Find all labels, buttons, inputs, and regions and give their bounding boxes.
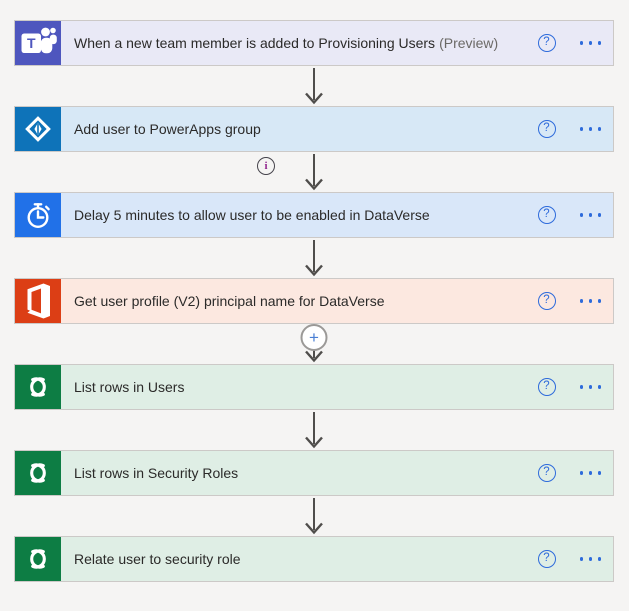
step-actions: ? [537, 378, 604, 396]
step-connector [14, 496, 614, 536]
connector-arrow-icon [305, 68, 323, 105]
step-actions: ? [537, 550, 604, 568]
step-label: Get user profile (V2) principal name for… [74, 293, 385, 309]
help-icon[interactable]: ? [537, 378, 556, 396]
step-icon-tile [15, 451, 61, 495]
flow-step-list-rows-in-security-roles[interactable]: List rows in Security Roles ? [14, 450, 614, 496]
ellipsis-dot [597, 471, 601, 475]
flow-step-teams-trigger[interactable]: T When a new team member is added to Pro… [14, 20, 614, 66]
ellipsis-menu-icon[interactable] [578, 555, 604, 563]
step-label: Add user to PowerApps group [74, 121, 261, 137]
dataverse-icon [30, 549, 46, 569]
help-icon[interactable]: ? [537, 34, 556, 52]
ellipsis-menu-icon[interactable] [578, 383, 604, 391]
ellipsis-dot [579, 213, 583, 217]
step-title: Relate user to security role [74, 536, 538, 582]
connector-arrow-icon [305, 412, 323, 449]
flow-step-delay-5-minutes[interactable]: Delay 5 minutes to allow user to be enab… [14, 192, 614, 238]
ellipsis-menu-icon[interactable] [578, 125, 604, 133]
ellipsis-menu-icon[interactable] [578, 469, 604, 477]
dataverse-icon [30, 463, 46, 483]
step-title: Add user to PowerApps group [74, 106, 538, 152]
teams-icon: T [21, 27, 57, 54]
ellipsis-dot [588, 299, 592, 303]
help-icon[interactable]: ? [537, 464, 556, 482]
ellipsis-dot [579, 41, 583, 45]
step-icon-tile [15, 365, 61, 409]
ellipsis-dot [597, 299, 601, 303]
step-actions: ? [537, 292, 604, 310]
step-connector [14, 66, 614, 106]
help-icon[interactable]: ? [537, 292, 556, 310]
step-actions: ? [537, 120, 604, 138]
step-actions: ? [537, 464, 604, 482]
flow-step-relate-user-to-security-role[interactable]: Relate user to security role ? [14, 536, 614, 582]
step-title: List rows in Users [74, 364, 538, 410]
ellipsis-dot [597, 41, 601, 45]
step-icon-tile: T [15, 21, 61, 65]
dataverse-icon [30, 377, 46, 397]
step-label: List rows in Users [74, 379, 185, 395]
ellipsis-menu-icon[interactable] [578, 39, 604, 47]
ellipsis-dot [588, 385, 592, 389]
ellipsis-dot [597, 127, 601, 131]
ellipsis-dot [588, 127, 592, 131]
step-icon-tile [15, 537, 61, 581]
flow-steps-list: T When a new team member is added to Pro… [14, 20, 614, 582]
office-icon [27, 283, 50, 319]
help-icon[interactable]: ? [537, 120, 556, 138]
step-connector [14, 238, 614, 278]
ellipsis-dot [588, 41, 592, 45]
connector-arrow-icon [305, 154, 323, 191]
svg-text:T: T [27, 35, 36, 51]
step-actions: ? [537, 34, 604, 52]
ellipsis-dot [579, 385, 583, 389]
ellipsis-dot [597, 213, 601, 217]
step-label-suffix: (Preview) [439, 35, 499, 51]
step-icon-tile [15, 279, 61, 323]
step-connector: + [14, 324, 614, 364]
ellipsis-dot [597, 557, 601, 561]
flow-step-add-user-to-powerapps-group[interactable]: Add user to PowerApps group ? [14, 106, 614, 152]
step-label: Relate user to security role [74, 551, 241, 567]
step-label: When a new team member is added to Provi… [74, 35, 436, 51]
ellipsis-dot [597, 385, 601, 389]
stopwatch-icon [27, 203, 50, 229]
ellipsis-dot [579, 557, 583, 561]
step-actions: ? [537, 206, 604, 224]
connector-arrow-icon [305, 240, 323, 277]
flow-step-list-rows-in-users[interactable]: List rows in Users ? [14, 364, 614, 410]
ellipsis-dot [588, 213, 592, 217]
ellipsis-dot [588, 471, 592, 475]
step-connector [14, 410, 614, 450]
step-title: Delay 5 minutes to allow user to be enab… [74, 192, 538, 238]
ellipsis-menu-icon[interactable] [578, 297, 604, 305]
step-icon-tile [15, 193, 61, 237]
ellipsis-dot [588, 557, 592, 561]
ellipsis-menu-icon[interactable] [578, 211, 604, 219]
connector-arrow-icon [305, 498, 323, 535]
step-label: Delay 5 minutes to allow user to be enab… [74, 207, 430, 223]
info-icon[interactable]: i [257, 157, 275, 175]
step-label: List rows in Security Roles [74, 465, 239, 481]
help-icon[interactable]: ? [537, 550, 556, 568]
ellipsis-dot [579, 471, 583, 475]
insert-step-button[interactable]: + [300, 324, 328, 351]
step-title: When a new team member is added to Provi… [74, 20, 538, 66]
step-connector: i [14, 152, 614, 192]
help-icon[interactable]: ? [537, 206, 556, 224]
step-icon-tile [15, 107, 61, 151]
azure-ad-icon [25, 116, 51, 142]
flow-step-get-user-profile-v2[interactable]: Get user profile (V2) principal name for… [14, 278, 614, 324]
ellipsis-dot [579, 127, 583, 131]
step-title: List rows in Security Roles [74, 450, 538, 496]
step-title: Get user profile (V2) principal name for… [74, 278, 538, 324]
ellipsis-dot [579, 299, 583, 303]
